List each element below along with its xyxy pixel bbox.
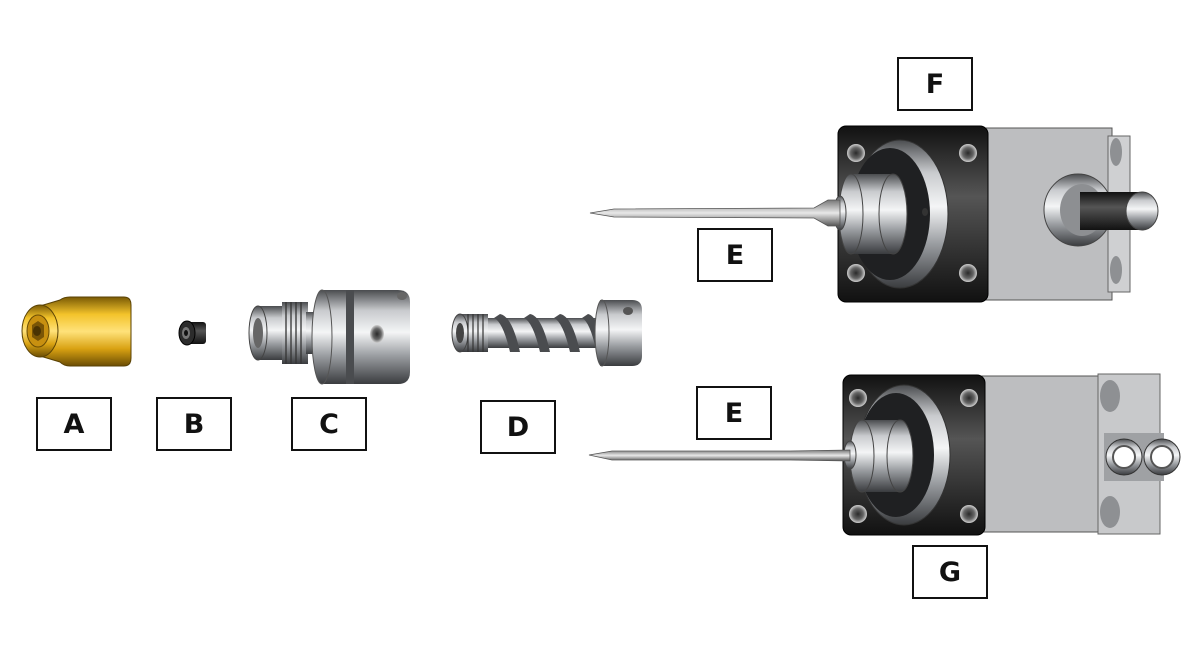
- part-f-valve-assembly: [833, 125, 1159, 303]
- label-b: B: [156, 397, 232, 451]
- label-g: G: [912, 545, 988, 599]
- part-d-screw-shaft: [451, 299, 642, 367]
- label-c: C: [291, 397, 367, 451]
- label-e-top: E: [697, 228, 773, 282]
- part-a-brass-nozzle: [21, 296, 132, 367]
- label-f: F: [897, 57, 973, 111]
- part-e-needle-top: [589, 199, 841, 227]
- label-e-bottom: E: [696, 386, 772, 440]
- label-a: A: [36, 397, 112, 451]
- part-g-valve-assembly: [842, 373, 1181, 536]
- part-b-bushing: [178, 320, 206, 346]
- part-c-threaded-body: [248, 289, 410, 385]
- label-d: D: [480, 400, 556, 454]
- part-e-needle-bottom: [588, 449, 851, 462]
